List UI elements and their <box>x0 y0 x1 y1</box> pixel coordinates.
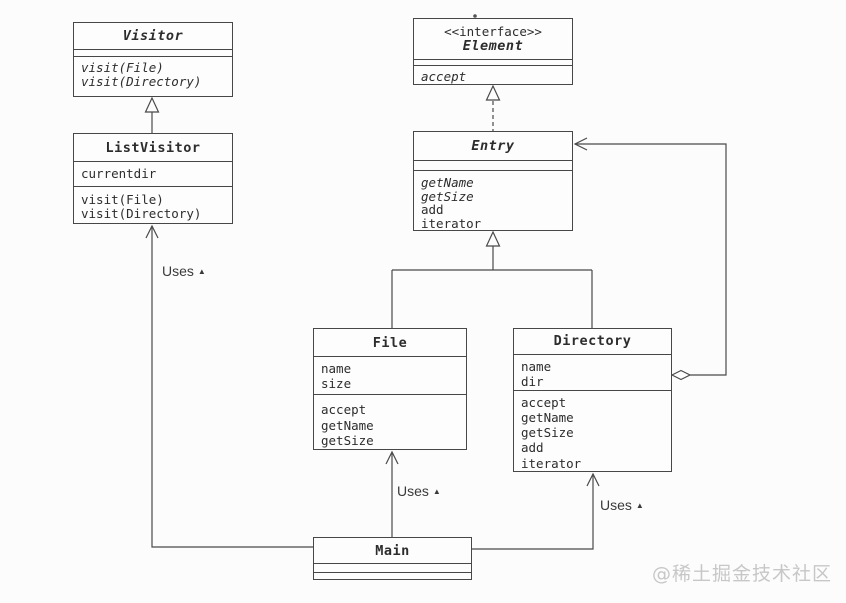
method-item: getName <box>521 409 574 425</box>
class-title-visitor: Visitor <box>122 28 184 44</box>
methods-section-main <box>314 572 471 579</box>
class-box-file: File name size accept getName getSize <box>313 328 467 450</box>
uses-text: Uses <box>162 263 194 279</box>
class-title-text: Element <box>462 38 524 54</box>
method-item: iterator <box>521 455 582 471</box>
method-item: getName <box>321 417 374 433</box>
method-item: accept <box>521 394 567 410</box>
method-item: getSize <box>321 433 374 448</box>
method-item: getSize <box>421 188 474 204</box>
class-box-main: Main <box>313 537 472 580</box>
class-box-visitor: Visitor visit(File) visit(Directory) <box>73 22 233 97</box>
uses-text: Uses <box>397 483 429 499</box>
class-title-directory: Directory <box>553 333 632 350</box>
class-box-listvisitor: ListVisitor currentdir visit(File) visit… <box>73 133 233 224</box>
uses-main-to-file <box>385 450 399 537</box>
methods-section-entry: getName getSize add iterator <box>414 170 572 230</box>
watermark-text: @稀土掘金技术社区 <box>652 563 833 585</box>
methods-section-file: accept getName getSize <box>314 394 466 449</box>
stereotype-label: <<interface>> <box>444 24 542 39</box>
scan-artifact-dot <box>473 14 477 18</box>
methods-section-directory: accept getName getSize add iterator <box>514 389 671 471</box>
up-triangle-icon: ▲ <box>635 501 644 510</box>
up-triangle-icon: ▲ <box>432 487 441 496</box>
method-item: visit(File) <box>81 192 164 207</box>
methods-section-visitor: visit(File) visit(Directory) <box>74 56 232 96</box>
generalization-listvisitor-to-visitor <box>144 96 160 133</box>
class-title-listvisitor: ListVisitor <box>105 139 201 156</box>
method-item: visit(File) <box>81 60 164 75</box>
aggregation-directory-to-entry <box>573 137 727 381</box>
attributes-section-file: name size <box>314 356 466 394</box>
attributes-section-listvisitor: currentdir <box>74 161 232 186</box>
methods-section-listvisitor: visit(File) visit(Directory) <box>74 186 232 223</box>
uses-label-file: Uses▲ <box>397 483 441 499</box>
class-title-element: <<interface>> Element <box>414 19 572 59</box>
attributes-section-directory: name dir <box>514 353 671 390</box>
method-item: accept <box>321 402 367 417</box>
class-box-directory: Directory name dir accept getName getSiz… <box>513 328 672 472</box>
attributes-section-main <box>314 563 471 572</box>
method-item: visit(Directory) <box>81 74 202 89</box>
method-item: getSize <box>521 425 574 441</box>
method-item: iterator <box>421 215 482 231</box>
method-item: visit(Directory) <box>81 206 202 221</box>
methods-section-element: accept <box>414 65 572 84</box>
method-item: add <box>521 440 544 456</box>
attribute-item: name <box>321 361 352 376</box>
attributes-section-element <box>414 59 572 65</box>
class-title-main: Main <box>375 542 410 559</box>
up-triangle-icon: ▲ <box>197 267 206 276</box>
attribute-item: name <box>521 358 552 374</box>
uses-label-directory: Uses▲ <box>600 497 644 513</box>
class-box-entry: Entry getName getSize add iterator <box>413 131 573 231</box>
method-item: add <box>421 202 444 217</box>
class-box-element: <<interface>> Element accept <box>413 18 573 85</box>
attribute-item: size <box>321 376 352 391</box>
uses-label-listvisitor: Uses▲ <box>162 263 206 279</box>
uses-text: Uses <box>600 497 632 513</box>
method-item: accept <box>421 69 467 84</box>
attributes-section-entry <box>414 159 572 170</box>
attributes-section-visitor <box>74 49 232 56</box>
realization-entry-to-element <box>485 84 501 131</box>
uses-main-to-directory <box>472 472 600 550</box>
class-title-entry: Entry <box>471 137 515 154</box>
generalization-file-directory-to-entry <box>391 230 593 328</box>
class-title-file: File <box>372 334 408 351</box>
uses-main-to-listvisitor <box>145 224 313 548</box>
method-item: getName <box>421 175 474 190</box>
attribute-item: dir <box>521 373 544 389</box>
attribute-item: currentdir <box>81 166 157 181</box>
